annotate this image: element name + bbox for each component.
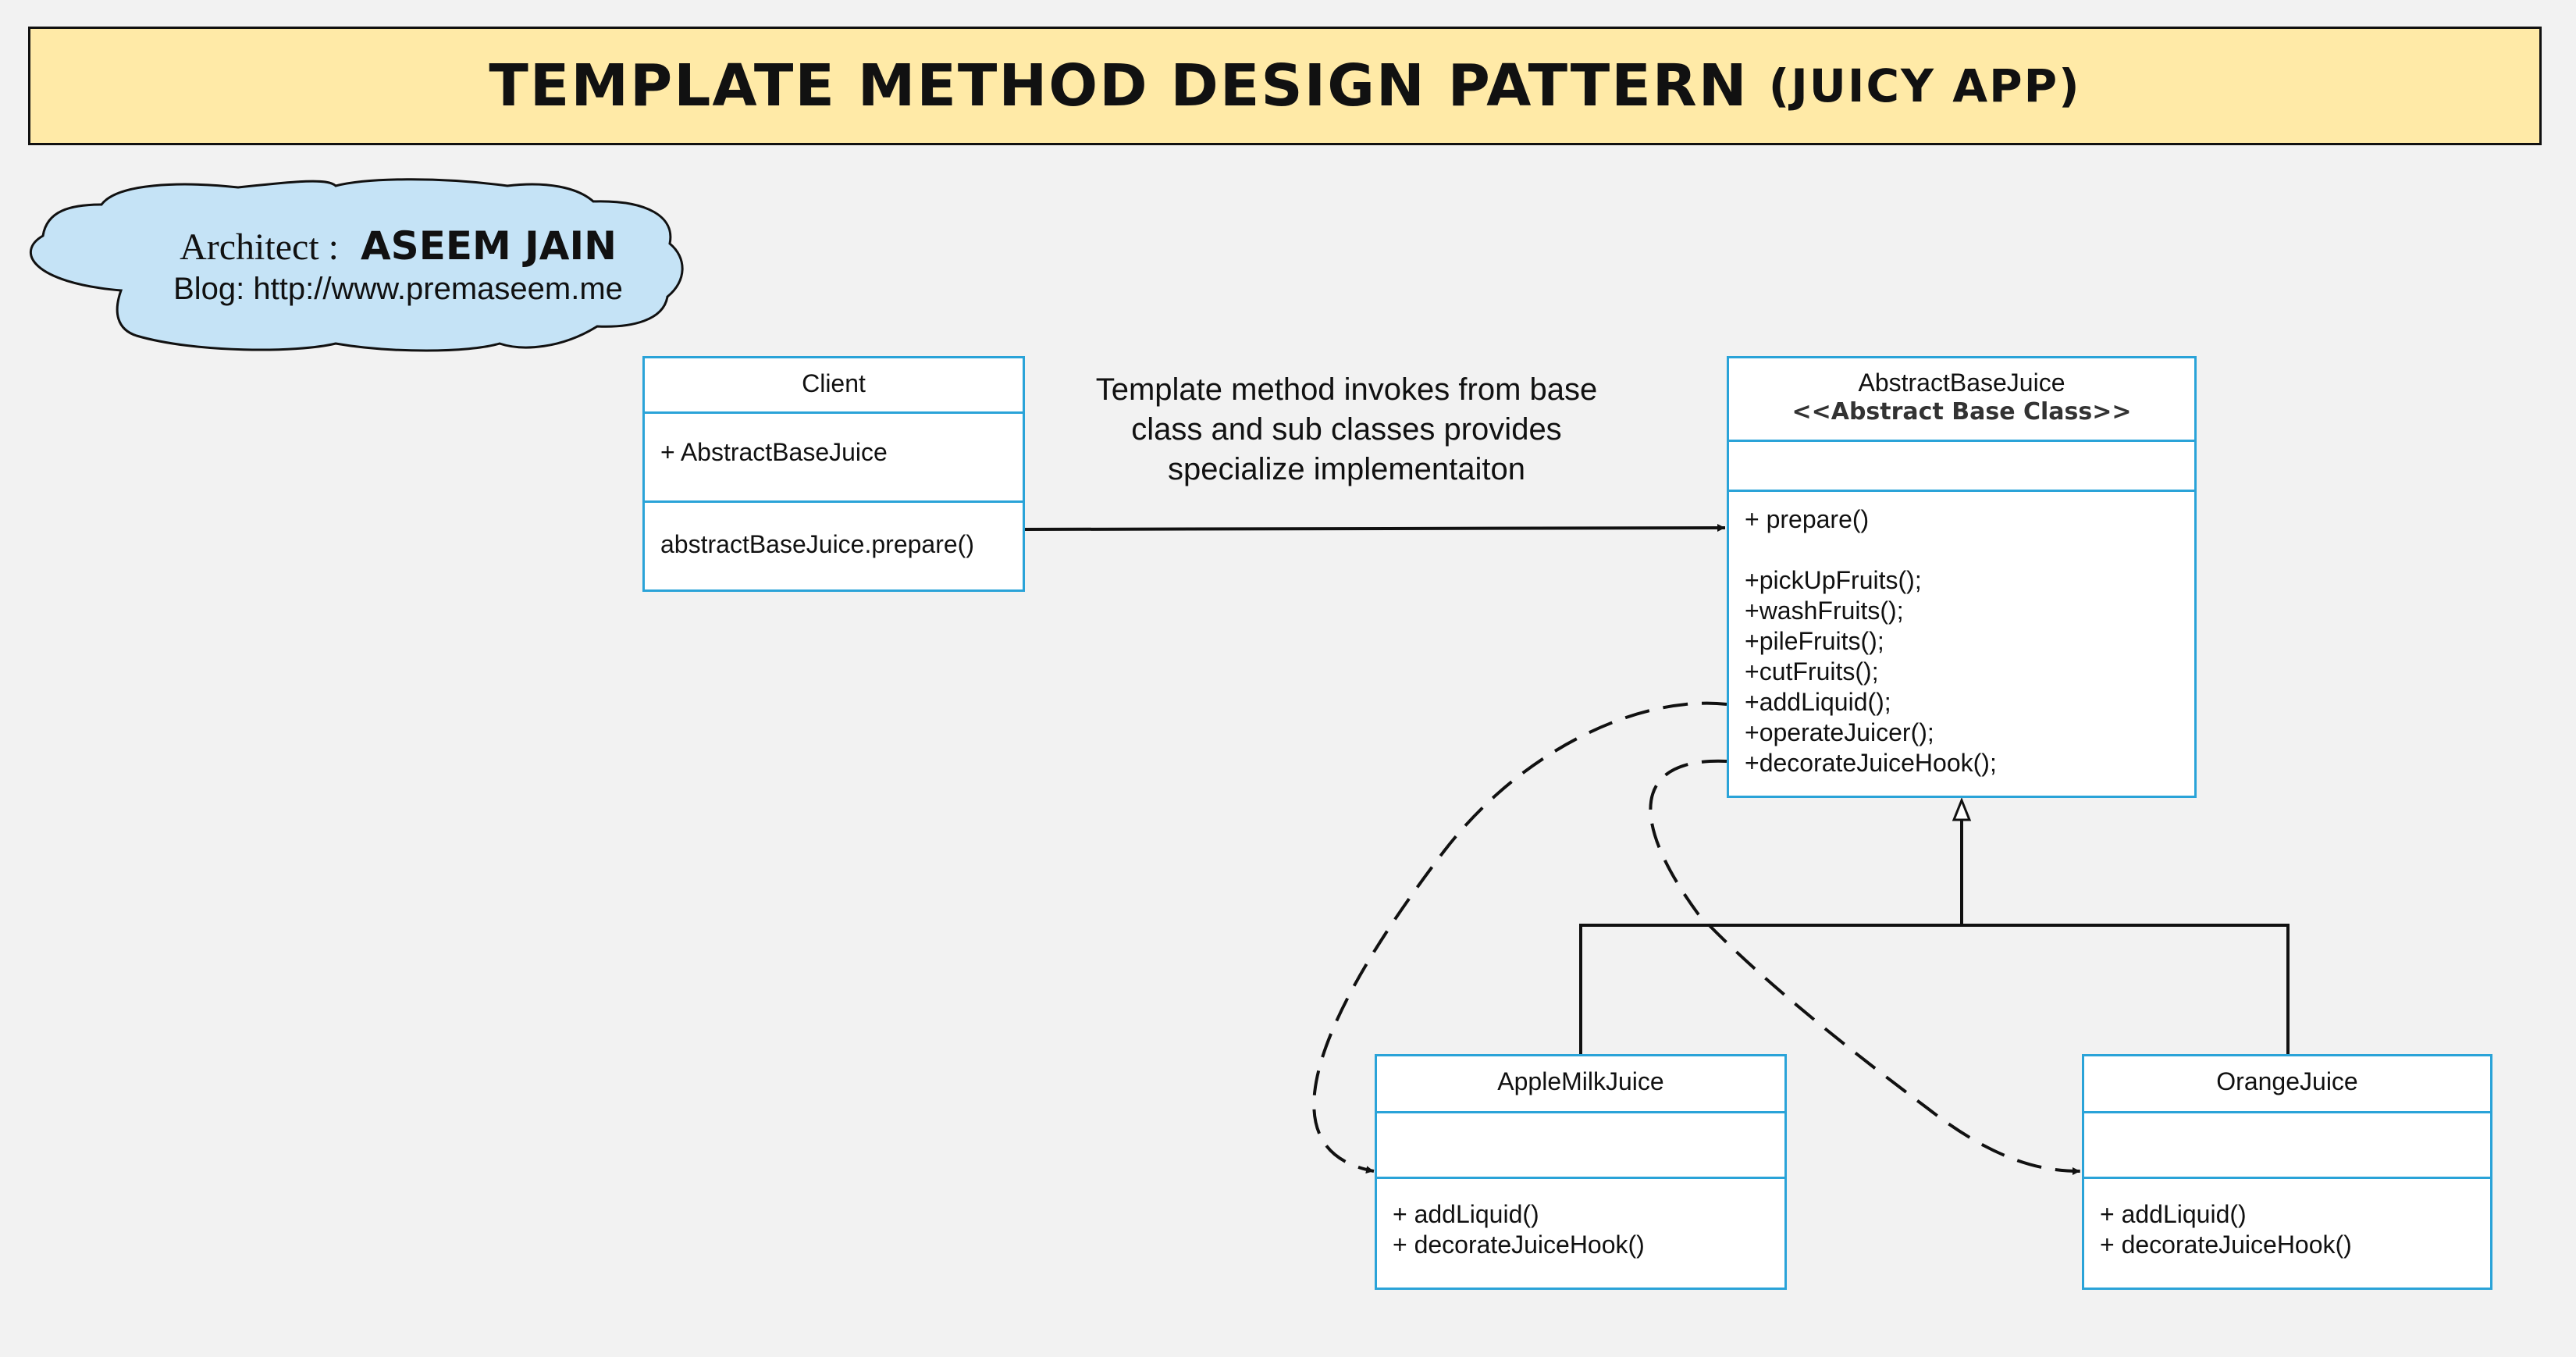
class-header: AbstractBaseJuice <<Abstract Base Class>… xyxy=(1729,358,2194,440)
architect-name: ASEEM JAIN xyxy=(360,223,617,269)
dashed-to-orange xyxy=(1649,759,2081,1175)
class-stereotype: <<Abstract Base Class>> xyxy=(1791,398,2132,426)
client-class[interactable]: Client + AbstractBaseJuice abstractBaseJ… xyxy=(642,356,1025,592)
method-line: +washFruits(); xyxy=(1745,597,1904,625)
class-attributes xyxy=(2084,1111,2490,1177)
class-attributes: + AbstractBaseJuice xyxy=(645,411,1023,500)
note-line: Template method invokes from base xyxy=(1095,372,1598,407)
note-line: class and sub classes provides xyxy=(1131,412,1562,447)
method-line: abstractBaseJuice.prepare() xyxy=(660,530,974,558)
class-name: AppleMilkJuice xyxy=(1497,1067,1664,1095)
author-cloud xyxy=(29,178,684,352)
class-name: OrangeJuice xyxy=(2216,1067,2358,1095)
class-methods: abstractBaseJuice.prepare() xyxy=(645,500,1023,589)
method-line: +pileFruits(); xyxy=(1745,627,1884,655)
method-line: +operateJuicer(); xyxy=(1745,718,1934,746)
class-name: AbstractBaseJuice xyxy=(1858,369,2065,397)
author-info: Architect : ASEEM JAIN Blog: http://www.… xyxy=(117,223,679,307)
apple-milk-juice-class[interactable]: AppleMilkJuice + addLiquid() + decorateJ… xyxy=(1375,1054,1787,1290)
dashed-to-apple xyxy=(1312,701,1727,1174)
orange-juice-class[interactable]: OrangeJuice + addLiquid() + decorateJuic… xyxy=(2082,1054,2492,1290)
note-line: specialize implementaiton xyxy=(1167,452,1525,486)
inheritance-orange-line xyxy=(1962,924,2290,1054)
class-methods: + addLiquid() + decorateJuiceHook() xyxy=(2084,1177,2490,1288)
method-line: +pickUpFruits(); xyxy=(1745,566,1922,594)
abstract-base-juice-class[interactable]: AbstractBaseJuice <<Abstract Base Class>… xyxy=(1727,356,2197,798)
class-methods: + addLiquid() + decorateJuiceHook() xyxy=(1377,1177,1784,1288)
class-attributes xyxy=(1377,1111,1784,1177)
title-main: TEMPLATE METHOD DESIGN PATTERN xyxy=(489,52,1749,119)
method-line: +cutFruits(); xyxy=(1745,657,1879,686)
inheritance-apple-line xyxy=(1579,924,1962,1054)
method-line: + decorateJuiceHook() xyxy=(2100,1231,2352,1259)
method-line: + decorateJuiceHook() xyxy=(1393,1231,1645,1259)
diagram-title: TEMPLATE METHOD DESIGN PATTERN (JUICY AP… xyxy=(28,27,2542,145)
method-line: +decorateJuiceHook(); xyxy=(1745,749,1997,777)
method-line: +addLiquid(); xyxy=(1745,688,1891,716)
client-to-base-arrow xyxy=(1024,524,1726,532)
class-name: Client xyxy=(802,369,866,397)
method-line: + addLiquid() xyxy=(1393,1200,1539,1228)
architect-label: Architect : xyxy=(180,226,339,268)
title-sub: (JUICY APP) xyxy=(1768,59,2081,112)
class-methods: + prepare() +pickUpFruits(); +washFruits… xyxy=(1729,490,2194,796)
method-line: + addLiquid() xyxy=(2100,1200,2247,1228)
inheritance-triangle xyxy=(1952,796,1972,821)
class-attributes xyxy=(1729,440,2194,490)
method-line xyxy=(1745,535,2194,565)
method-line: + prepare() xyxy=(1745,505,1870,533)
blog-link[interactable]: Blog: http://www.premaseem.me xyxy=(173,272,623,306)
attribute-line: + AbstractBaseJuice xyxy=(660,438,888,466)
pattern-note: Template method invokes from base class … xyxy=(1038,370,1655,490)
